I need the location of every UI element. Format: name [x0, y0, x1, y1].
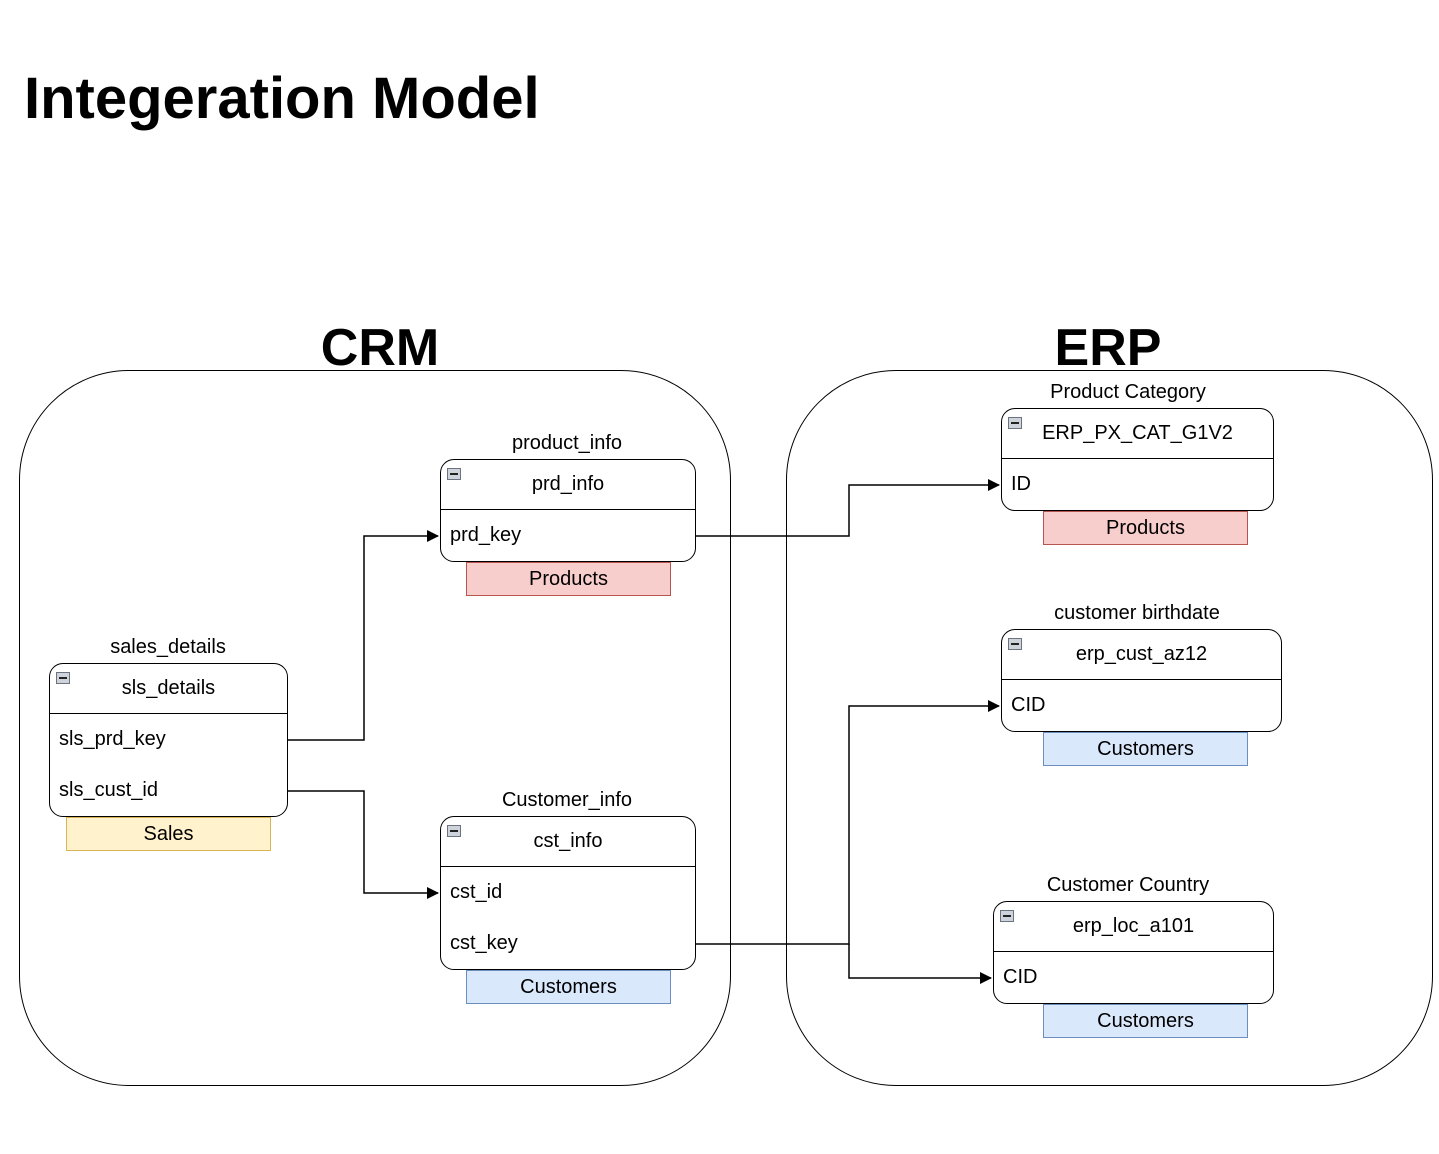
products-tag: Products: [466, 562, 671, 596]
connector-cst-key-to-loc-a101-cid: [848, 944, 992, 984]
customer-birthdate-header: erp_cust_az12: [1002, 630, 1281, 680]
customers-tag: Customers: [1043, 732, 1248, 766]
product-info-table[interactable]: prd_info prd_key: [440, 459, 696, 562]
sales-details-row-prd-key[interactable]: sls_prd_key: [59, 728, 166, 750]
page-title: Integeration Model: [24, 66, 540, 131]
sales-tag: Sales: [66, 817, 271, 851]
sales-details-table-name: sls_details: [121, 677, 216, 699]
customer-birthdate-table[interactable]: erp_cust_az12 CID: [1001, 629, 1282, 732]
collapse-icon[interactable]: [1008, 638, 1022, 650]
customer-info-table[interactable]: cst_info cst_id cst_key: [440, 816, 696, 970]
erp-region-label: ERP: [1054, 319, 1162, 377]
customer-info-header: cst_info: [441, 817, 695, 867]
customer-country-header: erp_loc_a101: [994, 902, 1273, 952]
product-category-caption: Product Category: [1050, 381, 1206, 403]
connector-sls-cust-id-to-cst-id: [288, 790, 439, 899]
crm-region: [19, 370, 731, 1086]
customer-country-row-cid[interactable]: CID: [1003, 966, 1038, 988]
connector-prd-key-to-id: [696, 479, 1000, 537]
erp-region: [786, 370, 1433, 1086]
sales-details-header: sls_details: [50, 664, 287, 714]
customers-tag: Customers: [1043, 1004, 1248, 1038]
customer-info-row-cst-key[interactable]: cst_key: [450, 932, 518, 954]
sales-details-caption: sales_details: [110, 636, 226, 658]
collapse-icon[interactable]: [56, 672, 70, 684]
product-info-caption: product_info: [511, 432, 623, 454]
customer-info-caption: Customer_info: [501, 789, 633, 811]
product-category-row-id[interactable]: ID: [1011, 473, 1031, 495]
collapse-icon[interactable]: [447, 468, 461, 480]
sales-details-table[interactable]: sls_details sls_prd_key sls_cust_id: [49, 663, 288, 817]
customer-country-table[interactable]: erp_loc_a101 CID: [993, 901, 1274, 1004]
product-category-header: ERP_PX_CAT_G1V2: [1002, 409, 1273, 459]
connector-cst-key-to-cust-az12-cid: [696, 700, 1000, 945]
customer-birthdate-caption: customer birthdate: [1054, 602, 1220, 624]
collapse-icon[interactable]: [1008, 417, 1022, 429]
customer-info-table-name: cst_info: [533, 830, 603, 852]
customer-country-caption: Customer Country: [1046, 874, 1210, 896]
collapse-icon[interactable]: [447, 825, 461, 837]
customer-birthdate-table-name: erp_cust_az12: [1075, 643, 1208, 665]
product-info-row-prd-key[interactable]: prd_key: [450, 524, 522, 546]
product-category-table-name: ERP_PX_CAT_G1V2: [1042, 422, 1233, 444]
collapse-icon[interactable]: [1000, 910, 1014, 922]
product-info-table-name: prd_info: [531, 473, 605, 495]
customer-birthdate-row-cid[interactable]: CID: [1011, 694, 1046, 716]
crm-region-label: CRM: [320, 319, 440, 377]
customer-country-table-name: erp_loc_a101: [1072, 915, 1195, 937]
product-category-table[interactable]: ERP_PX_CAT_G1V2 ID: [1001, 408, 1274, 511]
sales-details-row-cust-id[interactable]: sls_cust_id: [59, 779, 158, 801]
customers-tag: Customers: [466, 970, 671, 1004]
product-info-header: prd_info: [441, 460, 695, 510]
customer-info-row-cst-id[interactable]: cst_id: [450, 881, 503, 903]
products-tag: Products: [1043, 511, 1248, 545]
connector-sls-prd-key-to-prd-key: [288, 530, 439, 741]
